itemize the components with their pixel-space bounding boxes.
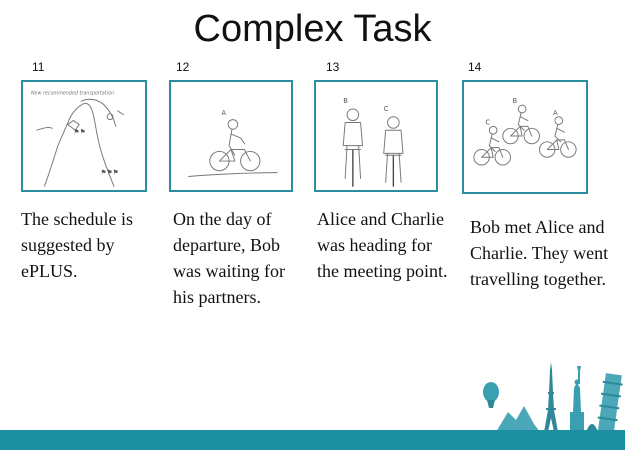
panel-caption: The schedule is suggested by ePLUS. [21, 209, 133, 281]
sketch-label-b: B [343, 97, 348, 105]
cyclist-waiting-sketch-icon: A [188, 109, 278, 177]
panel-caption: Bob met Alice and Charlie. They went tra… [470, 217, 609, 289]
three-cyclists-sketch-icon: C B A [473, 97, 577, 166]
panel-caption: On the day of departure, Bob was waiting… [173, 209, 285, 307]
panel-number: 14 [468, 60, 482, 74]
sketch-label-c: C [485, 118, 490, 126]
hot-air-balloon-icon [483, 382, 499, 408]
sketch-label-c: C [384, 105, 389, 113]
svg-text:⚑⚑⚑: ⚑⚑⚑ [100, 169, 118, 177]
sketch-note: New recommended transportation [31, 91, 114, 97]
panel-image: C B A [462, 80, 588, 194]
leaning-tower-icon [597, 373, 623, 432]
panel-number: 11 [32, 60, 45, 74]
footer-bar [0, 430, 625, 450]
panel-image: B C [314, 80, 438, 192]
eiffel-tower-icon [544, 362, 558, 432]
panel-image: A [169, 80, 293, 192]
panel-caption: Alice and Charlie was heading for the me… [317, 209, 448, 281]
sketch-label-a: A [553, 109, 558, 117]
panel-number: 13 [326, 60, 340, 74]
statue-of-liberty-icon [570, 366, 584, 432]
panel-number: 12 [176, 60, 190, 74]
landmarks-skyline-icon [483, 362, 623, 432]
mountain-icon [496, 406, 540, 432]
slide-title: Complex Task [193, 8, 432, 50]
svg-text:⚑⚑: ⚑⚑ [73, 128, 85, 136]
route-map-sketch-icon: New recommended transportation ⚑⚑ ⚑⚑⚑ [31, 91, 125, 187]
panel-image: New recommended transportation ⚑⚑ ⚑⚑⚑ [21, 80, 147, 192]
two-people-with-bikes-sketch-icon: B C [342, 97, 404, 187]
sketch-label: A [221, 109, 226, 117]
sketch-label-b: B [512, 97, 517, 105]
